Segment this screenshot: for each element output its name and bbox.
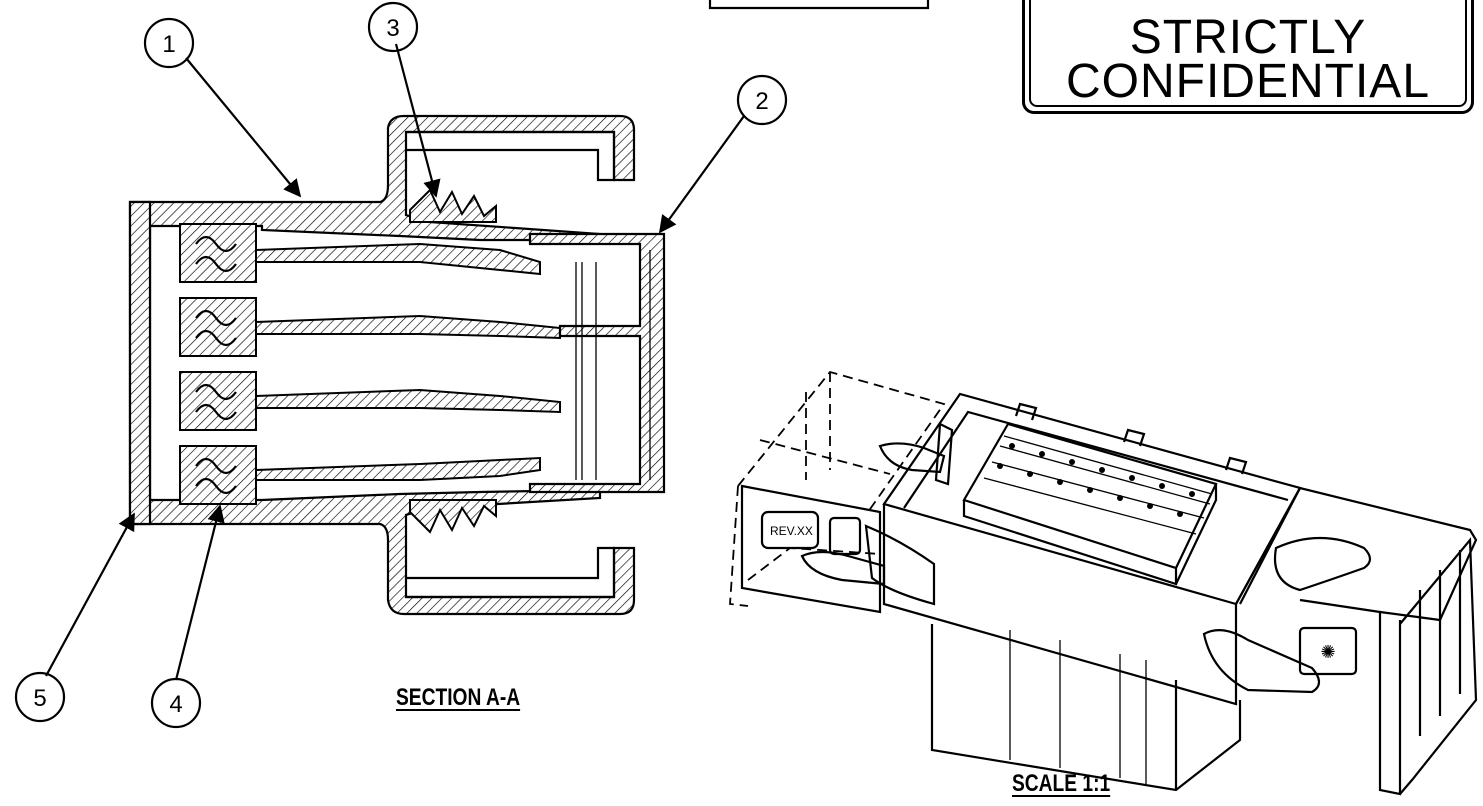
balloon-3: 3: [367, 1, 419, 53]
leader-lines: [45, 43, 745, 681]
pin-row: [997, 443, 1195, 517]
isometric-view: REV.XX: [729, 370, 1478, 796]
terminals: [255, 242, 561, 481]
housing-wall: [128, 114, 636, 616]
balloon-2: 2: [736, 74, 788, 126]
stamp-inner-border: [1029, 0, 1467, 107]
svg-text:✺: ✺: [1320, 642, 1335, 662]
balloon-1: 1: [143, 17, 195, 69]
end-cap: [128, 200, 152, 526]
balloon-4: 4: [150, 677, 202, 729]
balloon-2-label: 2: [755, 88, 768, 115]
seal-blocks: [179, 223, 257, 505]
rev-label: REV.XX: [770, 524, 813, 538]
outer-seal: [409, 188, 497, 223]
scale-caption: SCALE 1:1: [1012, 770, 1111, 797]
section-caption: SECTION A-A: [396, 684, 521, 711]
balloon-5-label: 5: [33, 685, 46, 712]
balloon-1-label: 1: [162, 31, 175, 58]
balloon-5: 5: [14, 671, 66, 723]
stamp-line-1: STRICTLY: [1129, 11, 1367, 64]
balloon-3-label: 3: [386, 15, 399, 42]
tpa-part: [528, 232, 666, 494]
title-box-fragment: [708, 0, 930, 10]
balloon-4-label: 4: [169, 691, 182, 718]
stamp-line-2: CONFIDENTIAL: [1065, 55, 1431, 108]
section-view: [45, 43, 745, 681]
confidential-stamp: STRICTLY CONFIDENTIAL: [1022, 0, 1474, 114]
